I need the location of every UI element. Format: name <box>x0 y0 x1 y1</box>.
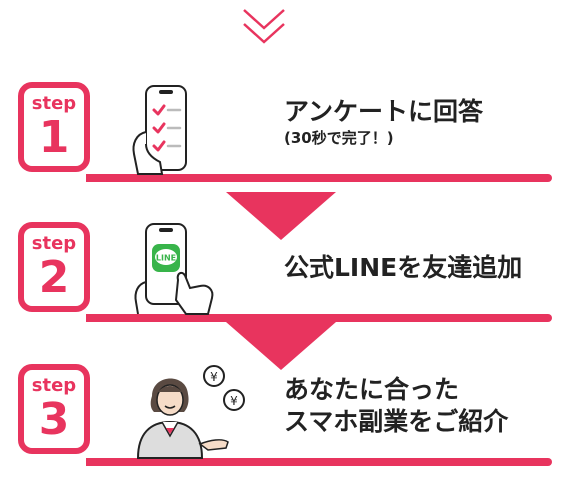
step-3-text: あなたに合った スマホ副業をご紹介 <box>284 374 508 438</box>
step-3-underline <box>86 458 552 466</box>
step-2: step 2 LINE 公式LINEを友達追加 <box>0 222 568 332</box>
chevron-down-icon <box>243 9 285 44</box>
step-2-badge-label: step <box>31 233 77 254</box>
step-3-badge: step 3 <box>18 364 90 454</box>
phone-line-icon: LINE <box>134 223 214 315</box>
line-badge-text: LINE <box>156 254 176 263</box>
step-3: step 3 ¥ ¥ あなたに合った スマホ副業をご紹介 <box>0 360 568 480</box>
step-3-title-line2: スマホ副業をご紹介 <box>284 407 509 436</box>
step-2-text: 公式LINEを友達追加 <box>284 252 522 284</box>
step-2-title: 公式LINEを友達追加 <box>284 253 523 282</box>
step-3-badge-label: step <box>31 375 77 396</box>
step-1: step 1 アンケートに回答 (30秒で完了！) <box>0 82 568 192</box>
step-2-badge-number: 2 <box>38 252 70 303</box>
step-1-badge-label: step <box>31 93 77 114</box>
arrow-down-icon <box>226 192 336 240</box>
step-3-title: あなたに合った <box>284 375 460 404</box>
advisor-woman-icon: ¥ ¥ <box>136 365 245 459</box>
step-1-subtitle: (30秒で完了！) <box>284 129 394 147</box>
arrow-down-icon <box>226 322 336 370</box>
step-1-underline <box>86 174 552 182</box>
step-1-text: アンケートに回答 (30秒で完了！) <box>284 96 483 148</box>
yen-coin-symbol: ¥ <box>210 370 218 384</box>
yen-coin-symbol: ¥ <box>230 394 238 408</box>
step-1-title: アンケートに回答 <box>284 97 484 126</box>
step-3-badge-number: 3 <box>38 394 70 445</box>
step-2-underline <box>86 314 552 322</box>
step-1-badge-number: 1 <box>38 112 70 163</box>
step-2-badge: step 2 <box>18 222 90 312</box>
step-1-badge: step 1 <box>18 82 90 172</box>
phone-checklist-icon <box>132 85 187 175</box>
